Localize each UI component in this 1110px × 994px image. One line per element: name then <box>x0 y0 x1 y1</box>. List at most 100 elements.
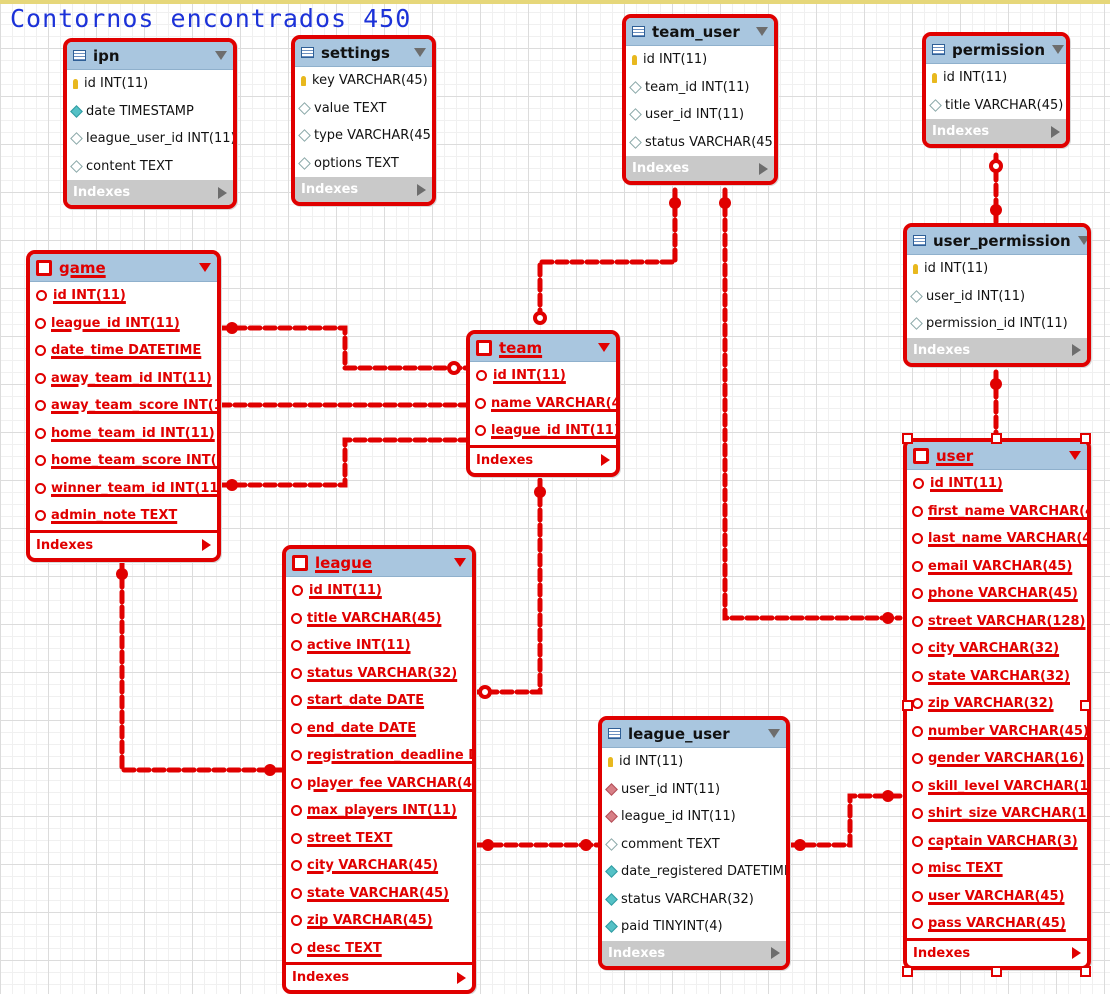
table-header[interactable]: settings <box>295 39 432 67</box>
column-row[interactable]: gender VARCHAR(16) <box>907 745 1087 773</box>
table-header[interactable]: league_user <box>602 720 786 748</box>
resize-handle[interactable] <box>902 433 913 444</box>
expand-triangle-icon[interactable] <box>218 186 227 199</box>
column-row[interactable]: shirt_size VARCHAR(16) <box>907 800 1087 828</box>
column-row[interactable]: email VARCHAR(45) <box>907 553 1087 581</box>
collapse-chevron-icon[interactable] <box>1052 45 1065 54</box>
column-row[interactable]: active INT(11) <box>286 632 472 660</box>
column-row[interactable]: id INT(11) <box>30 282 217 310</box>
collapse-chevron-icon[interactable] <box>756 27 768 36</box>
indexes-section[interactable]: Indexes <box>907 337 1087 363</box>
column-row[interactable]: name VARCHAR(45) <box>470 390 616 418</box>
column-row[interactable]: player_fee VARCHAR(45) <box>286 770 472 798</box>
column-row[interactable]: start_date DATE <box>286 687 472 715</box>
expand-triangle-icon[interactable] <box>1072 344 1081 356</box>
column-row[interactable]: street VARCHAR(128) <box>907 608 1087 636</box>
column-row[interactable]: captain VARCHAR(3) <box>907 828 1087 856</box>
expand-triangle-icon[interactable] <box>417 183 426 196</box>
column-row[interactable]: league_user_id INT(11) <box>67 125 233 153</box>
column-row[interactable]: phone VARCHAR(45) <box>907 580 1087 608</box>
expand-triangle-icon[interactable] <box>771 947 780 959</box>
column-row[interactable]: key VARCHAR(45) <box>295 67 432 95</box>
column-row[interactable]: winner_team_id INT(11) <box>30 475 217 503</box>
column-row[interactable]: pass VARCHAR(45) <box>907 910 1087 938</box>
column-row[interactable]: home_team_id INT(11) <box>30 420 217 448</box>
column-row[interactable]: skill_level VARCHAR(16) <box>907 773 1087 801</box>
resize-handle[interactable] <box>902 966 913 977</box>
resize-handle[interactable] <box>1080 700 1091 711</box>
indexes-section[interactable]: Indexes <box>67 180 233 205</box>
column-row[interactable]: id INT(11) <box>626 46 774 74</box>
column-row[interactable]: user_id INT(11) <box>626 101 774 129</box>
resize-handle[interactable] <box>991 966 1002 977</box>
column-row[interactable]: zip VARCHAR(32) <box>907 690 1087 718</box>
indexes-section[interactable]: Indexes <box>626 156 774 181</box>
resize-handle[interactable] <box>1080 433 1091 444</box>
column-row[interactable]: options TEXT <box>295 150 432 178</box>
column-row[interactable]: date_registered DATETIME <box>602 858 786 886</box>
column-row[interactable]: id INT(11) <box>602 748 786 776</box>
expand-triangle-icon[interactable] <box>601 454 610 466</box>
table-header[interactable]: user <box>907 442 1087 470</box>
column-row[interactable]: street TEXT <box>286 825 472 853</box>
column-row[interactable]: home_team_score INT(11) <box>30 447 217 475</box>
expand-triangle-icon[interactable] <box>1051 125 1060 138</box>
collapse-chevron-icon[interactable] <box>768 729 780 738</box>
column-row[interactable]: user_id INT(11) <box>907 283 1087 311</box>
column-row[interactable]: comment TEXT <box>602 831 786 859</box>
collapse-chevron-icon[interactable] <box>598 343 610 352</box>
column-row[interactable]: league_id INT(11) <box>602 803 786 831</box>
collapse-chevron-icon[interactable] <box>1069 451 1081 460</box>
column-row[interactable]: city VARCHAR(32) <box>907 635 1087 663</box>
table-header[interactable]: league <box>286 549 472 577</box>
indexes-section[interactable]: Indexes <box>926 119 1066 144</box>
column-row[interactable]: title VARCHAR(45) <box>926 92 1066 120</box>
collapse-chevron-icon[interactable] <box>1077 236 1087 245</box>
column-row[interactable]: title VARCHAR(45) <box>286 605 472 633</box>
resize-handle[interactable] <box>902 700 913 711</box>
table-header[interactable]: user_permission <box>907 227 1087 255</box>
column-row[interactable]: status VARCHAR(45) <box>626 129 774 157</box>
indexes-section[interactable]: Indexes <box>602 940 786 966</box>
collapse-chevron-icon[interactable] <box>215 51 227 60</box>
table-header[interactable]: team_user <box>626 18 774 46</box>
table-header[interactable]: permission <box>926 36 1066 64</box>
column-row[interactable]: status VARCHAR(32) <box>602 886 786 914</box>
column-row[interactable]: city VARCHAR(45) <box>286 852 472 880</box>
column-row[interactable]: first_name VARCHAR(45) <box>907 498 1087 526</box>
indexes-section[interactable]: Indexes <box>295 177 432 202</box>
column-row[interactable]: team_id INT(11) <box>626 74 774 102</box>
expand-triangle-icon[interactable] <box>202 539 211 551</box>
column-row[interactable]: state VARCHAR(45) <box>286 880 472 908</box>
column-row[interactable]: league_id INT(11) <box>470 417 616 445</box>
column-row[interactable]: zip VARCHAR(45) <box>286 907 472 935</box>
column-row[interactable]: type VARCHAR(45) <box>295 122 432 150</box>
column-row[interactable]: permission_id INT(11) <box>907 310 1087 338</box>
column-row[interactable]: content TEXT <box>67 153 233 181</box>
indexes-section[interactable]: Indexes <box>30 529 217 558</box>
collapse-chevron-icon[interactable] <box>414 48 426 57</box>
column-row[interactable]: max_players INT(11) <box>286 797 472 825</box>
column-row[interactable]: id INT(11) <box>470 362 616 390</box>
collapse-chevron-icon[interactable] <box>199 263 211 272</box>
column-row[interactable]: desc TEXT <box>286 935 472 963</box>
resize-handle[interactable] <box>991 433 1002 444</box>
column-row[interactable]: status VARCHAR(32) <box>286 660 472 688</box>
column-row[interactable]: value TEXT <box>295 95 432 123</box>
column-row[interactable]: user_id INT(11) <box>602 776 786 804</box>
indexes-section[interactable]: Indexes <box>907 937 1087 966</box>
column-row[interactable]: id INT(11) <box>907 255 1087 283</box>
resize-handle[interactable] <box>1080 966 1091 977</box>
column-row[interactable]: id INT(11) <box>67 70 233 98</box>
column-row[interactable]: registration_deadline DATE <box>286 742 472 770</box>
table-header[interactable]: ipn <box>67 42 233 70</box>
column-row[interactable]: misc TEXT <box>907 855 1087 883</box>
column-row[interactable]: date TIMESTAMP <box>67 98 233 126</box>
